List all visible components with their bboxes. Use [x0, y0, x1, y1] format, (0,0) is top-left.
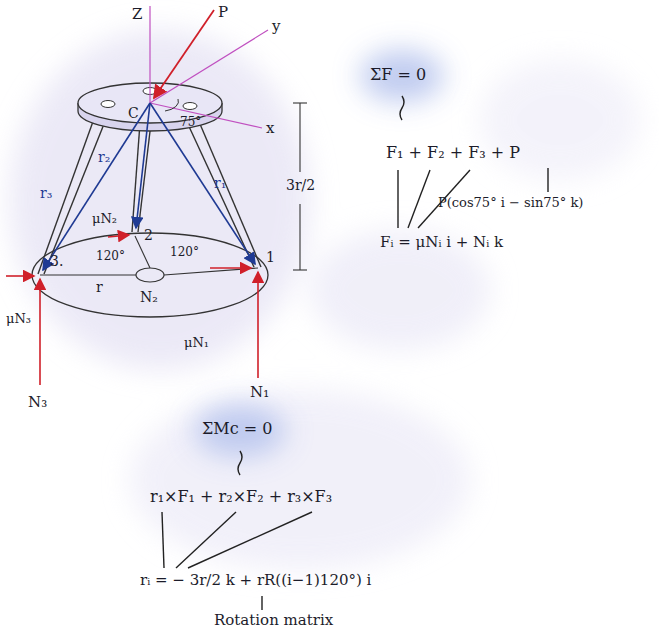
- force-label: P: [218, 4, 228, 21]
- note: Rotation matrix: [214, 612, 333, 629]
- angle-label: 75°: [180, 116, 201, 129]
- force-label: N₃: [28, 394, 47, 411]
- dimension-label: r: [96, 280, 103, 295]
- force-label: N₂: [140, 290, 158, 305]
- dimension-label: 3r/2: [286, 178, 315, 193]
- vector-label: r₂: [98, 150, 110, 165]
- axis-label: x: [266, 120, 274, 137]
- equation: rᵢ = − 3r/2 k + rR((i−1)120°) i: [140, 572, 371, 589]
- equation: ΣMc = 0: [202, 420, 272, 438]
- angle-label: 120°: [96, 250, 125, 263]
- point-label: 2: [144, 228, 153, 243]
- point-label: C: [128, 106, 139, 121]
- force-label: μN₃: [6, 312, 31, 326]
- point-label: 1: [266, 250, 275, 265]
- equation: P(cos75° i − sin75° k): [438, 196, 583, 210]
- force-label: μN₁: [184, 336, 209, 350]
- axis-label: y: [272, 18, 280, 35]
- force-label: N₁: [250, 384, 269, 401]
- point-label: 3.: [50, 254, 63, 269]
- equation: Fᵢ = μNᵢ i + Nᵢ k: [380, 234, 503, 251]
- axis-label: Z: [132, 6, 142, 23]
- angle-label: 120°: [170, 246, 199, 259]
- equation: F₁ + F₂ + F₃ + P: [386, 144, 520, 162]
- equation: r₁×F₁ + r₂×F₂ + r₃×F₃: [150, 488, 332, 506]
- vector-label: r₃: [40, 186, 52, 201]
- force-label: μN₂: [92, 212, 117, 226]
- vector-label: r₁: [214, 176, 226, 191]
- equation: ΣF = 0: [370, 66, 426, 84]
